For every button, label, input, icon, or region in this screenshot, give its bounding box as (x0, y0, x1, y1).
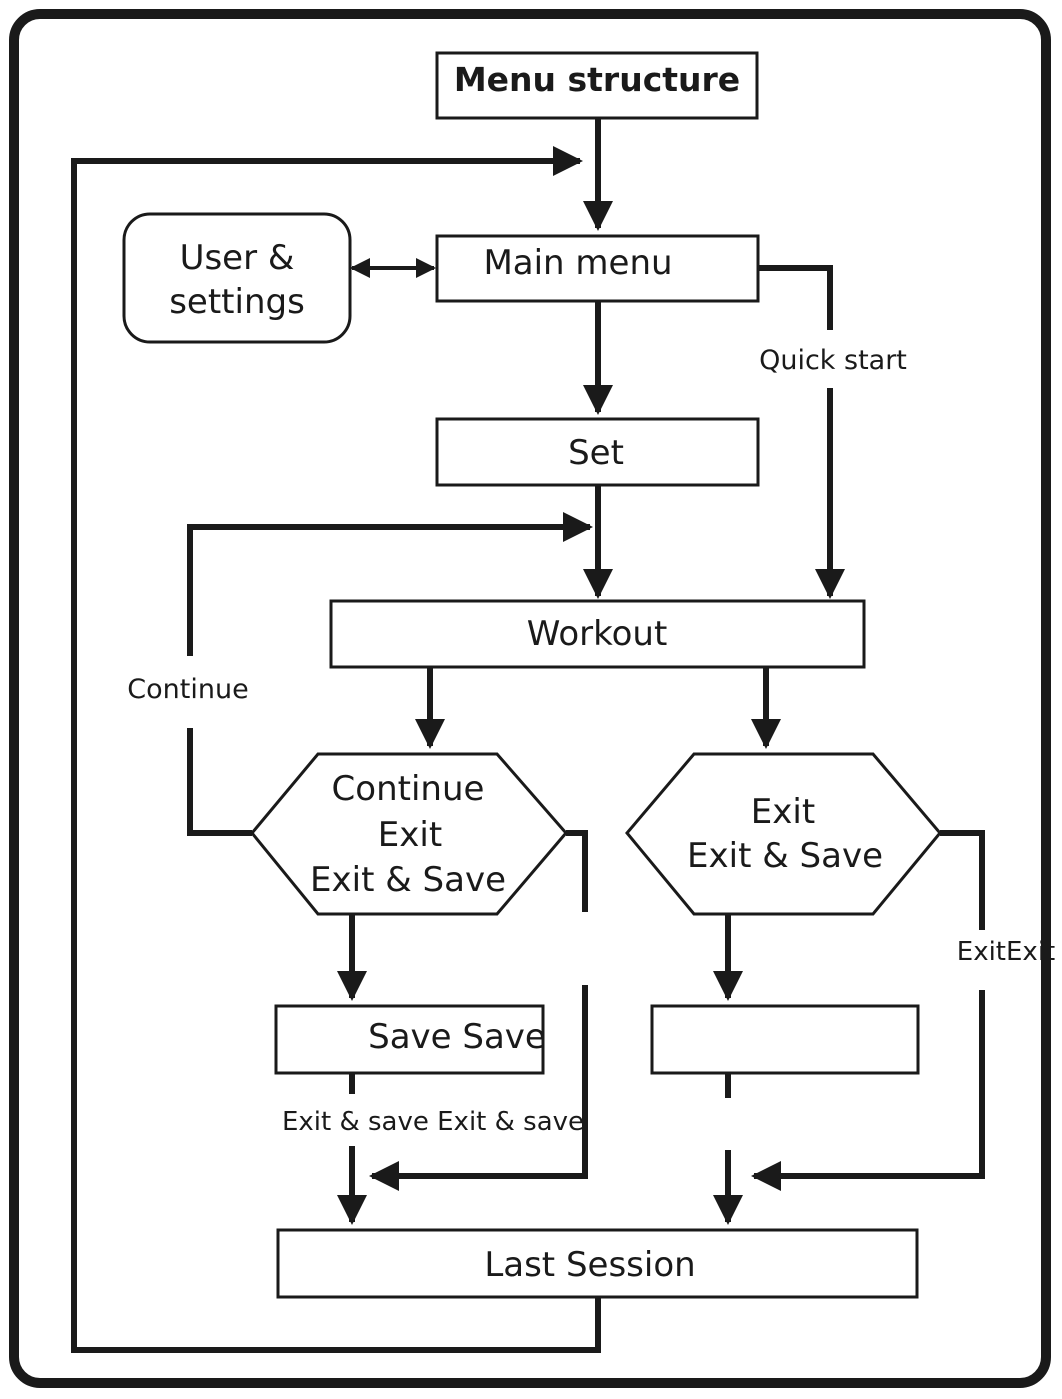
edge-label-continue: Continue (127, 674, 248, 705)
edge-continue-loop-upper (187, 512, 593, 656)
edge-decision-left-exit-upper (566, 830, 588, 912)
user-settings-label-line-1: User & (180, 238, 295, 278)
decision-left-hexagon (250, 752, 568, 916)
set-label: Set (568, 433, 624, 473)
main-menu-box (435, 234, 760, 303)
workout-label: Workout (527, 614, 668, 654)
decision-right-hexagon (625, 752, 942, 916)
edge-quick-start-upper (758, 265, 833, 330)
exit-box (650, 1004, 920, 1075)
edge-label-quick-start: Quick start (759, 345, 907, 376)
title-text: Menu structure (454, 60, 740, 99)
edge-continue-loop-lower (187, 728, 252, 836)
edge-label-exit-and-save: Exit & save Exit & save (282, 1107, 584, 1137)
decision-right-option-exit-save: Exit & Save (687, 836, 883, 876)
edge-decision-right-exit-upper (940, 830, 985, 930)
main-menu-label: Main menu (483, 243, 672, 283)
user-settings-box (122, 212, 352, 344)
save-box (274, 1004, 545, 1075)
decision-left-option-exit-save: Exit & Save (310, 860, 506, 900)
workout-box (329, 599, 866, 669)
edge-label-exit: ExitExit (957, 937, 1055, 967)
edge-decision-left-exit-lower (369, 985, 588, 1191)
edge-decision-right-exit-lower (751, 990, 985, 1191)
user-settings-label-line-2: settings (169, 282, 305, 322)
last-session-label: Last Session (484, 1245, 695, 1285)
outer-frame (9, 9, 1051, 1388)
set-box (435, 417, 760, 487)
title-box (435, 51, 759, 120)
save-label: Save Save (368, 1017, 546, 1057)
decision-left-option-exit: Exit (378, 815, 442, 855)
last-session-box (276, 1228, 919, 1299)
edge-last-session-loop-back (71, 146, 601, 1353)
decision-right-option-exit: Exit (751, 792, 815, 832)
decision-left-option-continue: Continue (332, 769, 485, 809)
